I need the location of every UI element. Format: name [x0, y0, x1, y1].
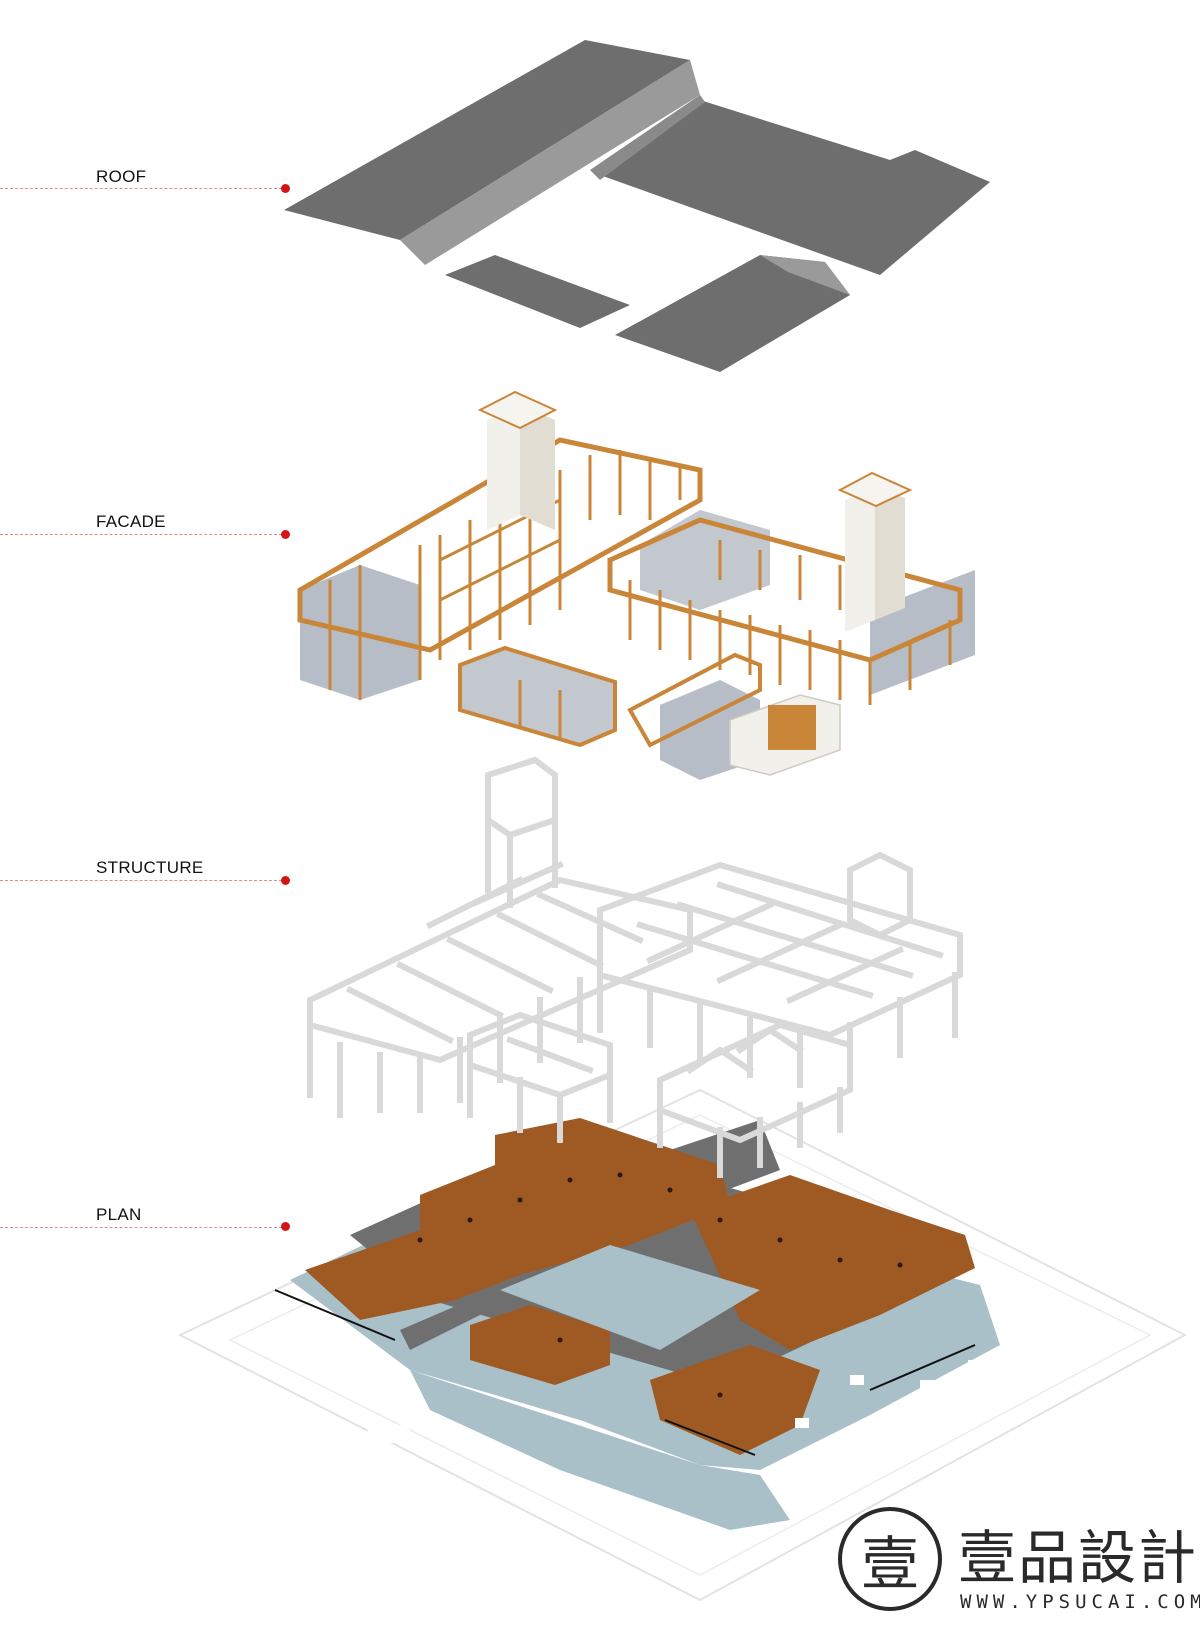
facade-wood-screen — [768, 705, 816, 750]
structure-leader-line — [0, 880, 282, 881]
facade-glass-inner — [640, 510, 770, 610]
plan-opening — [920, 1380, 934, 1390]
plan-layer — [177, 1088, 1188, 1602]
plan-label: PLAN — [96, 1205, 142, 1224]
roof-south-east-top — [615, 255, 850, 372]
structure-tower-west — [485, 756, 558, 839]
facade-label: FACADE — [96, 512, 166, 531]
corridor-spur — [400, 1300, 480, 1350]
plan-opening — [970, 1398, 984, 1408]
courtyard-water — [500, 1245, 760, 1350]
roof-south-west — [445, 255, 630, 328]
floor-south-west — [470, 1305, 610, 1385]
facade-box-sw — [458, 645, 617, 748]
roof-marker-dot — [281, 184, 290, 193]
water-surface-south — [410, 1370, 790, 1530]
logo-name: 壹品設計 — [958, 1524, 1199, 1592]
facade-mullions-east — [628, 540, 952, 705]
roof-south-east-slope — [760, 255, 850, 295]
facade-layer — [297, 390, 975, 780]
plan-opening — [365, 1425, 411, 1443]
tower-west-side — [520, 405, 555, 530]
facade-stair-se — [627, 652, 762, 748]
roof-north-slope — [400, 60, 700, 265]
plan-opening — [968, 1360, 1023, 1388]
facade-marker-dot — [281, 530, 290, 539]
structure-marker-dot — [281, 876, 290, 885]
plan-edge-line — [274, 1289, 396, 1341]
structure-tower-east — [847, 851, 913, 939]
tower-west-front — [487, 405, 520, 530]
tower-east-side — [875, 487, 905, 620]
floor-south-east — [650, 1345, 820, 1455]
logo-seal-icon: 壹 — [838, 1507, 942, 1611]
plan-leader-line — [0, 1227, 282, 1228]
plan-edge-line — [869, 1344, 976, 1391]
plan-column-dots — [417, 1172, 903, 1398]
facade-wood-north — [297, 437, 703, 653]
structure-layer — [307, 756, 963, 1178]
facade-wood-east — [607, 517, 963, 663]
roof-north-top — [284, 40, 690, 240]
plan-edge-line — [664, 1419, 756, 1456]
plan-opening — [795, 1418, 809, 1428]
floor-north-wing — [305, 1118, 730, 1320]
roof-label: ROOF — [96, 167, 147, 186]
roof-leader-line — [0, 188, 282, 189]
tower-east-front — [845, 487, 875, 632]
roof-east-slope — [590, 95, 705, 180]
structure-label: STRUCTURE — [96, 858, 204, 877]
floor-east-wing — [690, 1175, 975, 1350]
tower-west-cap — [477, 390, 558, 430]
brand-logo: 壹 壹品設計 WWW.YPSUCAI.COM — [838, 1503, 1200, 1623]
roof-east-top — [600, 100, 990, 275]
plan-marker-dot — [281, 1222, 290, 1231]
logo-url: WWW.YPSUCAI.COM — [960, 1591, 1200, 1613]
facade-leader-line — [0, 534, 282, 535]
roof-layer — [284, 40, 990, 372]
plan-opening — [850, 1375, 864, 1385]
tower-east-cap — [837, 471, 913, 508]
